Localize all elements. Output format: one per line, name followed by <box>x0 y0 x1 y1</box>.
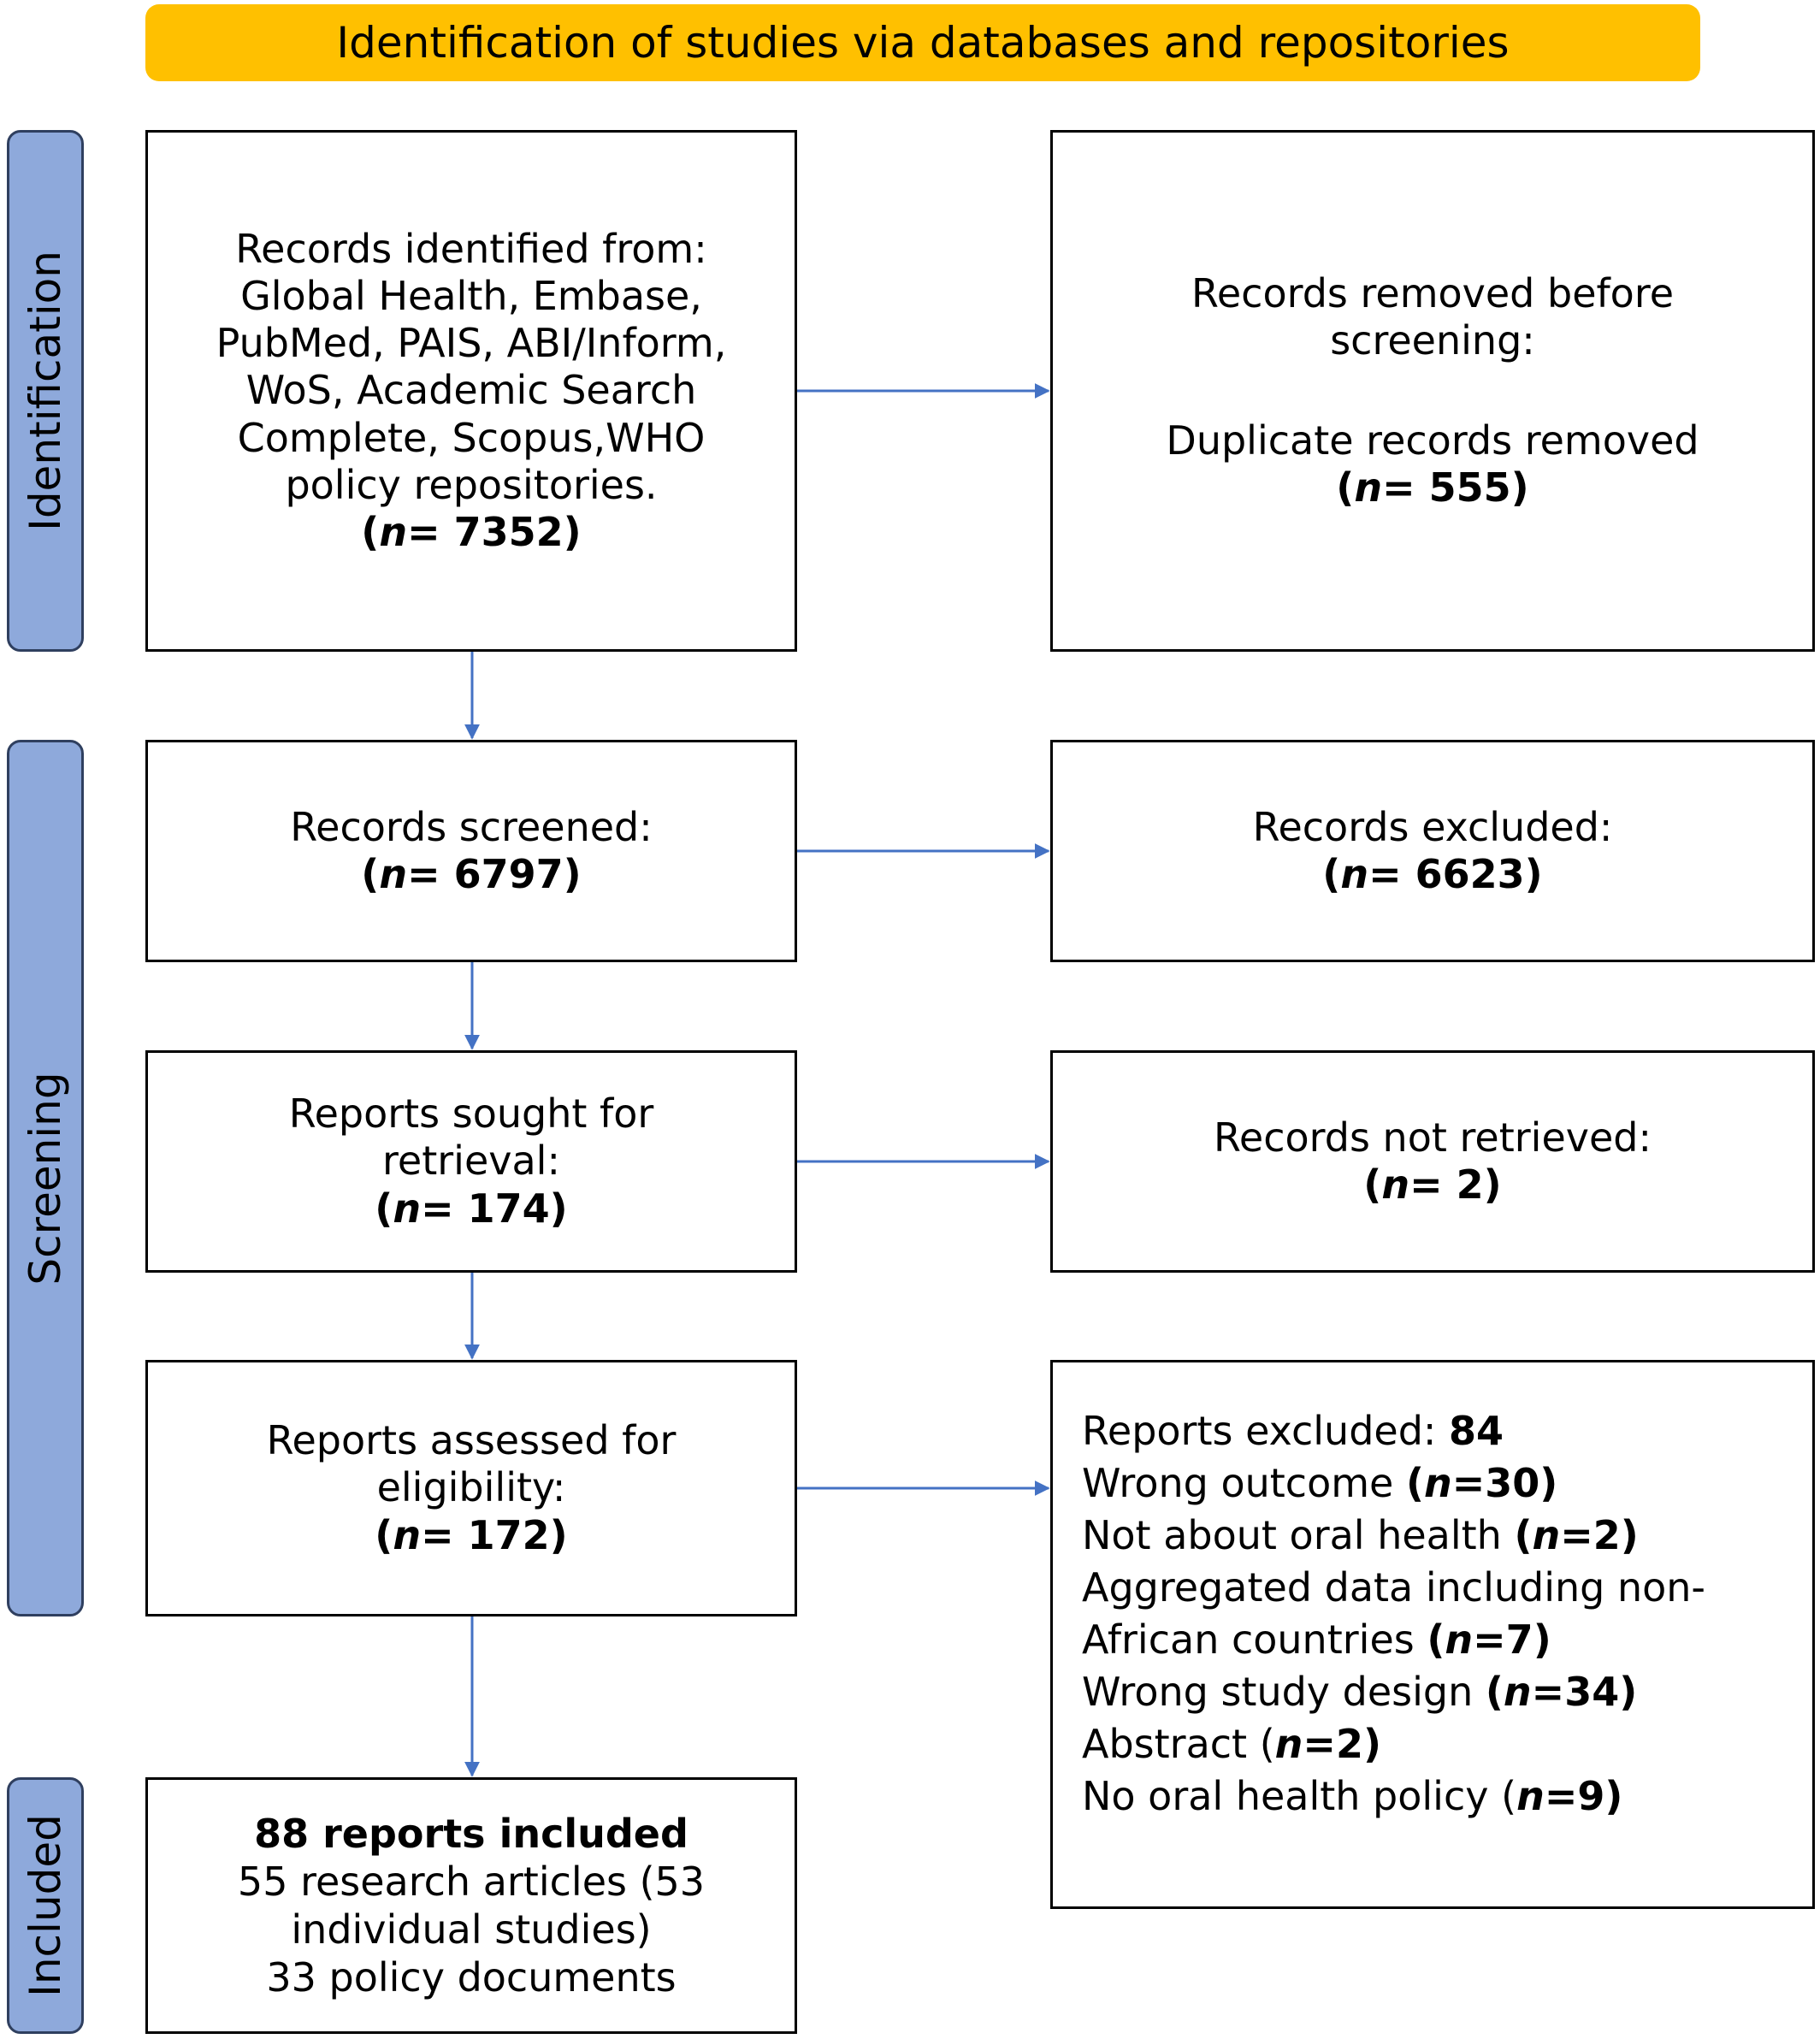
sought-line: Reports sought for <box>288 1090 654 1138</box>
exclusion-reason: African countries (n=7) <box>1082 1616 1551 1663</box>
identified-line: WoS, Academic Search <box>245 367 697 414</box>
excluded-count: (n= 6623) <box>1322 851 1543 897</box>
screened-count: (n= 6797) <box>361 851 582 897</box>
identified-line: Complete, Scopus,WHO <box>237 414 706 461</box>
assessed-count: (n= 172) <box>375 1511 568 1558</box>
records-screened-box: Records screened: (n= 6797) <box>145 740 797 962</box>
not-retrieved-count: (n= 2) <box>1363 1161 1502 1208</box>
reports-excluded-box: Reports excluded: 84 Wrong outcome (n=30… <box>1050 1360 1815 1909</box>
screened-label: Records screened: <box>290 803 653 850</box>
removed-line: Records removed before <box>1191 269 1675 316</box>
sought-count: (n= 174) <box>375 1185 568 1232</box>
identified-count: (n= 7352) <box>361 508 582 555</box>
records-removed-box: Records removed before screening: Duplic… <box>1050 130 1815 652</box>
exclusion-reason: Not about oral health (n=2) <box>1082 1512 1639 1558</box>
reports-included-box: 88 reports included 55 research articles… <box>145 1777 797 2034</box>
included-line: 55 research articles (53 <box>237 1858 706 1905</box>
phase-screening: Screening <box>7 740 84 1616</box>
not-retrieved-label: Records not retrieved: <box>1214 1114 1652 1161</box>
reports-sought-box: Reports sought for retrieval: (n= 174) <box>145 1050 797 1273</box>
included-line: 33 policy documents <box>266 1954 677 2001</box>
reports-excluded-total: Reports excluded: 84 <box>1082 1408 1504 1454</box>
phase-identification: Identification <box>7 130 84 652</box>
records-identified-box: Records identified from: Global Health, … <box>145 130 797 652</box>
assessed-line: Reports assessed for <box>266 1417 677 1464</box>
sought-line: retrieval: <box>382 1138 560 1185</box>
excluded-label: Records excluded: <box>1252 803 1613 850</box>
removed-line: screening: <box>1330 316 1535 363</box>
exclusion-reason: Aggregated data including non- <box>1082 1564 1706 1611</box>
removed-count: (n= 555) <box>1336 464 1529 511</box>
identified-line: policy repositories. <box>285 461 658 508</box>
header-title: Identification of studies via databases … <box>336 18 1510 68</box>
phase-included: Included <box>7 1777 84 2034</box>
exclusion-reason: Abstract (n=2) <box>1082 1721 1382 1767</box>
exclusion-reason: No oral health policy (n=9) <box>1082 1773 1623 1819</box>
identified-line: Records identified from: <box>235 225 707 272</box>
included-line: individual studies) <box>291 1906 652 1953</box>
assessed-line: eligibility: <box>376 1464 566 1511</box>
identified-line: Global Health, Embase, <box>240 273 702 320</box>
identified-line: PubMed, PAIS, ABI/Inform, <box>216 320 727 367</box>
reports-assessed-box: Reports assessed for eligibility: (n= 17… <box>145 1360 797 1616</box>
records-not-retrieved-box: Records not retrieved: (n= 2) <box>1050 1050 1815 1273</box>
removed-sub: Duplicate records removed <box>1166 417 1699 464</box>
records-excluded-box: Records excluded: (n= 6623) <box>1050 740 1815 962</box>
exclusion-reason: Wrong outcome (n=30) <box>1082 1460 1558 1506</box>
exclusion-reason: Wrong study design (n=34) <box>1082 1669 1638 1715</box>
included-title: 88 reports included <box>254 1810 688 1857</box>
diagram-header: Identification of studies via databases … <box>145 4 1700 81</box>
